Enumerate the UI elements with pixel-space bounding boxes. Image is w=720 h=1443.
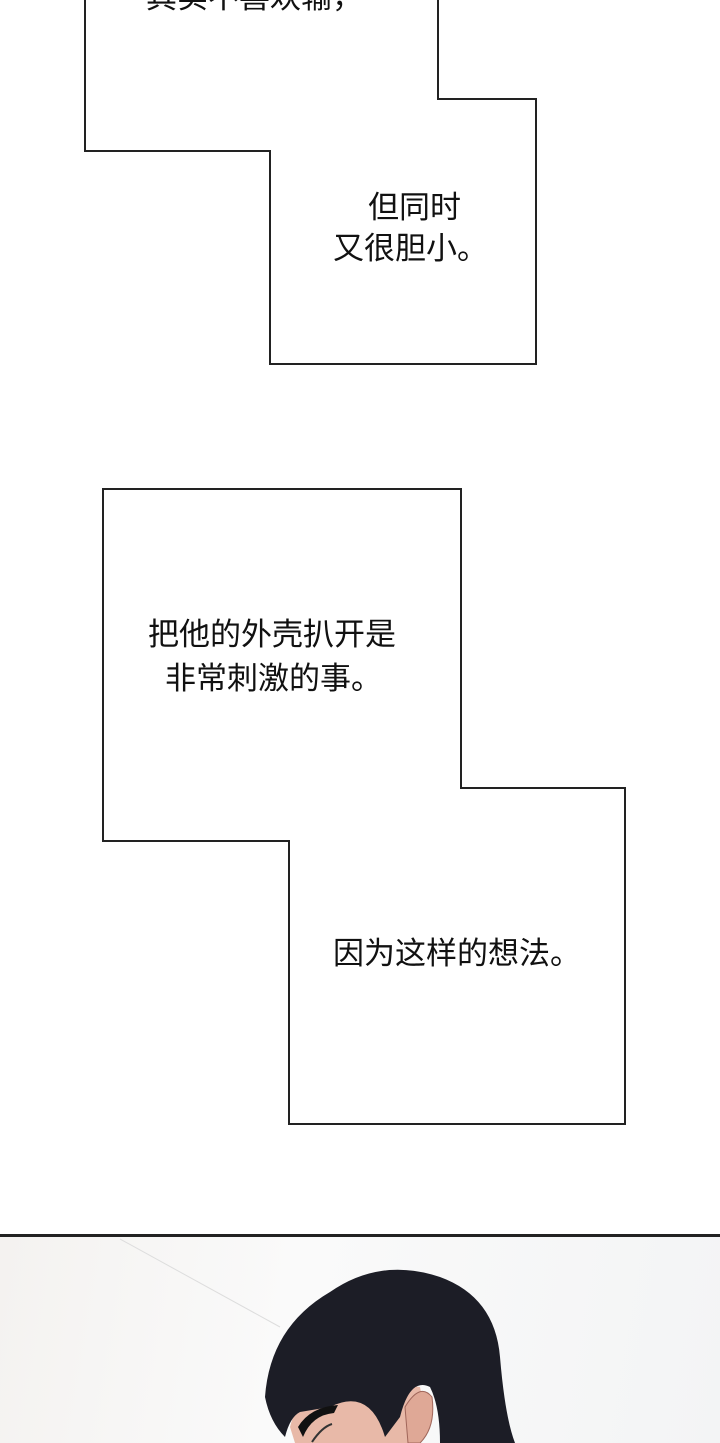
hair <box>265 1269 515 1443</box>
character-illustration <box>119 1238 515 1443</box>
caption-box-1 <box>84 0 537 365</box>
caption-text: 其实不喜欢输， <box>146 0 363 18</box>
eyebrow <box>298 1405 338 1437</box>
caption-text: 但同时 <box>368 190 461 226</box>
caption-text: 因为这样的想法。 <box>333 936 581 972</box>
comic-panel <box>0 1234 720 1443</box>
caption-text: 非常刺激的事。 <box>165 661 382 697</box>
caption-text: 又很胆小。 <box>333 231 488 267</box>
caption-text: 把他的外壳扒开是 <box>148 617 396 653</box>
caption-box-2 <box>102 488 626 1125</box>
caption-boxes <box>84 0 626 1125</box>
